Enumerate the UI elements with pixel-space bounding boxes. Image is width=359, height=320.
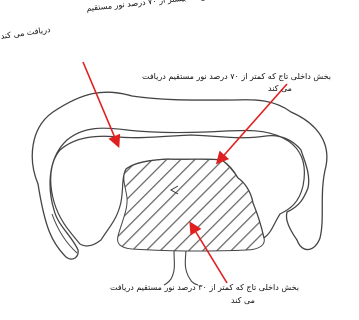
inner-hatched-crown: [118, 159, 265, 251]
inner-top-label-line2: می کند: [268, 84, 292, 94]
arrow-outer: [83, 62, 118, 145]
inner-bottom-label-line2: می کند: [231, 296, 255, 306]
trunk-outline: [164, 251, 198, 285]
left-lower-curve: [52, 214, 77, 253]
inner-top-label-line1: بخش داخلی تاج که کمتر از ۷۰ درصد نور مست…: [142, 72, 331, 82]
inner-bottom-label-line1: بخش داخلی تاج که کمتر از ۳۰ درصد نور مست…: [110, 283, 299, 293]
arrow-inner-top: [218, 84, 287, 162]
